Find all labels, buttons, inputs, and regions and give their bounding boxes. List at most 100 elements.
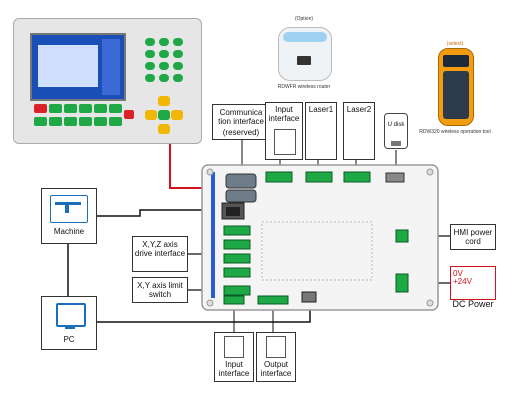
xyz-drive-label: X,Y,Z axis drive interface [134, 240, 186, 258]
terminal-block-x [223, 225, 251, 236]
menu-button[interactable] [109, 104, 122, 113]
controller-board [201, 164, 439, 311]
input-interface-top-label: Input interface [268, 105, 300, 123]
key-9[interactable] [173, 62, 183, 70]
xyz-drive-box: X,Y,Z axis drive interface [132, 236, 188, 272]
key-4[interactable] [145, 50, 155, 58]
comm-interface-label: Communica tion interface [218, 108, 264, 126]
remote-title-label: (select) [446, 41, 464, 47]
mount-hole-icon [206, 168, 214, 176]
terminal-block-input-top [265, 171, 293, 183]
udisk-label: U disk [387, 122, 405, 128]
mount-hole-icon [426, 168, 434, 176]
arrow-down-icon[interactable] [158, 124, 170, 134]
output-interface-box: Output interface [256, 332, 296, 382]
key-minus[interactable] [159, 74, 169, 82]
cnc-machine-icon [50, 195, 88, 223]
pc-box: PC [41, 296, 97, 350]
key-plus[interactable] [173, 74, 183, 82]
monitor-icon [56, 303, 86, 327]
terminal-block-laser2 [343, 171, 371, 183]
terminal-block-output [257, 295, 289, 305]
min-button[interactable] [124, 110, 134, 119]
v0-label: 0V [453, 269, 463, 278]
input-interface-bottom-label: Input interface [218, 360, 250, 378]
terminal-block-u [223, 267, 251, 278]
xy-limit-label: X,Y axis limit switch [137, 281, 183, 299]
file-button[interactable] [34, 117, 47, 126]
dc-power-label: DC Power [452, 299, 494, 309]
terminal-block-z [223, 253, 251, 264]
key-3[interactable] [173, 38, 183, 46]
enter-button[interactable] [158, 110, 170, 120]
laser2-label: Laser2 [346, 105, 372, 114]
comm-reserved-label: (reserved) [222, 128, 260, 137]
lcd-screen [30, 33, 126, 101]
terminal-block-dc [395, 273, 409, 293]
comm-interface-box: Communica tion interface (reserved) [212, 104, 270, 140]
dc-power-box: 0V +24V [450, 266, 496, 300]
db9-connector [225, 189, 257, 203]
remote-icon [438, 48, 474, 126]
machine-cable [95, 209, 218, 217]
lcd-sidebar [102, 39, 120, 95]
input-interface-bottom-box: Input interface [214, 332, 254, 382]
pc-label: PC [63, 335, 75, 344]
router-icon [278, 27, 332, 81]
wireless-router-label: RDWFR wireless router [277, 84, 331, 90]
numeric-keypad [145, 38, 187, 94]
key-0[interactable] [145, 74, 155, 82]
machine-label: Machine [53, 227, 85, 236]
terminal-block-input-bottom [223, 295, 245, 305]
board-led-strip [211, 172, 215, 298]
circuit-icon [266, 336, 286, 358]
frame-button[interactable] [64, 104, 77, 113]
xy-limit-box: X,Y axis limit switch [132, 277, 188, 303]
output-interface-label: Output interface [260, 360, 292, 378]
terminal-block-limit [223, 285, 251, 296]
reset-button[interactable] [34, 104, 47, 113]
arrow-left-icon[interactable] [145, 110, 157, 120]
laser-button[interactable] [94, 117, 107, 126]
key-1[interactable] [145, 38, 155, 46]
circuit-icon [224, 336, 244, 358]
terminal-block-y [223, 239, 251, 250]
arrow-right-icon[interactable] [171, 110, 183, 120]
origin-button[interactable] [49, 104, 62, 113]
power-button[interactable] [94, 104, 107, 113]
key-6[interactable] [173, 50, 183, 58]
laser2-box: Laser2 [343, 102, 375, 160]
handheld-remote-card: (select) RDW320 wireless operation tool [419, 40, 490, 140]
machine-box: Machine [41, 188, 97, 244]
key-2[interactable] [159, 38, 169, 46]
mount-hole-icon [206, 299, 214, 307]
db9-connector [225, 173, 257, 189]
usb-b-port [301, 291, 317, 303]
key-8[interactable] [159, 62, 169, 70]
laser1-box: Laser1 [305, 102, 337, 160]
terminal-block-laser1 [305, 171, 333, 183]
start-button[interactable] [64, 117, 77, 126]
v24-label: +24V [453, 277, 472, 286]
lcd-graphic [38, 45, 98, 87]
hmi-power-label: HMI power cord [453, 228, 493, 246]
esc-button[interactable] [49, 117, 62, 126]
usb-host-port [385, 172, 405, 183]
hmi-power-box: HMI power cord [450, 224, 496, 250]
function-button-row [34, 104, 134, 134]
wireless-router-card: (Option) RDWFR wireless router [262, 15, 346, 97]
arrow-up-icon[interactable] [158, 96, 170, 106]
remote-caption-label: RDW320 wireless operation tool [419, 129, 491, 135]
direction-pad [144, 96, 184, 136]
max-button[interactable] [109, 117, 122, 126]
key-7[interactable] [145, 62, 155, 70]
laser1-label: Laser1 [308, 105, 334, 114]
mount-hole-icon [426, 299, 434, 307]
stop-button[interactable] [79, 117, 92, 126]
wireless-option-label: (Option) [294, 16, 314, 22]
speed-button[interactable] [79, 104, 92, 113]
circuit-icon [274, 129, 296, 155]
input-interface-top-box: Input interface [265, 102, 303, 160]
key-5[interactable] [159, 50, 169, 58]
